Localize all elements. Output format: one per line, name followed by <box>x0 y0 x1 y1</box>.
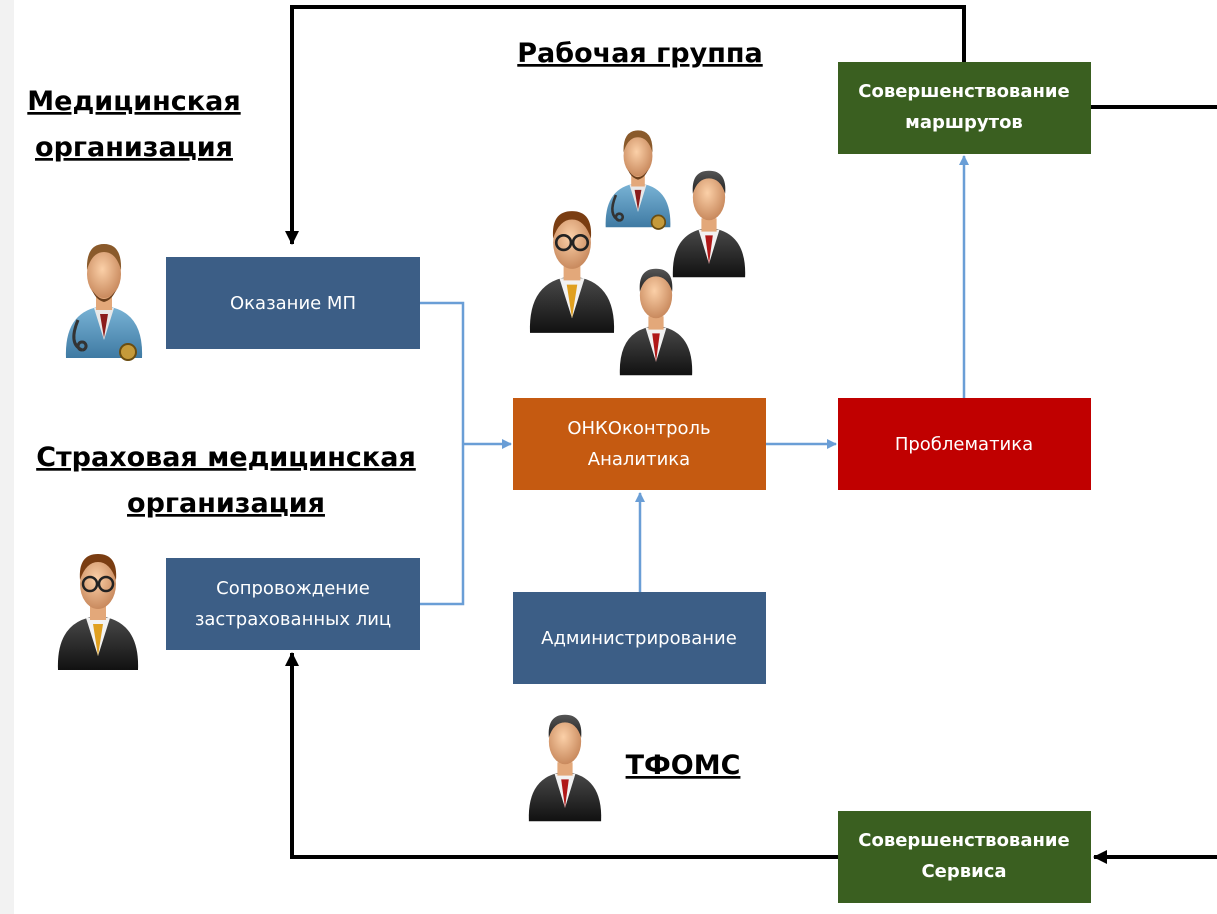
insurance-org-heading-line1: Страховая медицинская <box>36 442 416 473</box>
page-edge <box>0 0 14 914</box>
problems-box-label: Проблематика <box>895 434 1033 455</box>
service-box-label-line2: Сервиса <box>921 861 1006 882</box>
medical-org-heading-line1: Медицинская <box>27 86 240 117</box>
analytics-box-label-line2: Аналитика <box>588 449 690 470</box>
working-group-heading: Рабочая группа <box>517 38 762 69</box>
support-to-analytics-line <box>420 444 465 606</box>
administration-box-label: Администрирование <box>541 628 737 649</box>
service-box-label-line1: Совершенствование <box>858 830 1069 851</box>
support-box-label-line1: Сопровождение <box>216 578 370 599</box>
routes-to-medical-care-arrow <box>285 5 966 245</box>
support-box-label-line2: застрахованных лиц <box>195 609 391 630</box>
medical-care-box-label: Оказание МП <box>230 293 356 314</box>
tfoms-heading: ТФОМС <box>626 750 741 781</box>
businessman-glasses-icon <box>529 211 615 333</box>
businessman-icon <box>528 714 602 822</box>
doctor-icon <box>605 130 671 230</box>
administration-box[interactable]: Администрирование <box>513 592 766 684</box>
support-box[interactable]: Сопровождение застрахованных лиц <box>166 558 420 650</box>
medical-care-box[interactable]: Оказание МП <box>166 257 420 349</box>
analytics-box[interactable]: ОНКОконтроль Аналитика <box>513 398 766 490</box>
medical-org-heading-line2: организация <box>35 132 233 163</box>
routes-box[interactable]: Совершенствование маршрутов <box>838 62 1091 154</box>
service-box[interactable]: Совершенствование Сервиса <box>838 811 1091 903</box>
problems-box[interactable]: Проблематика <box>838 398 1091 490</box>
doctor-icon <box>65 244 143 361</box>
routes-box-label-line1: Совершенствование <box>858 81 1069 102</box>
businessman-icon <box>619 268 693 376</box>
insurance-org-heading-line2: организация <box>127 488 325 519</box>
flow-arrows <box>420 155 969 606</box>
businessman-icon <box>672 170 746 278</box>
businessman-glasses-icon <box>57 554 139 670</box>
medical-care-to-analytics-line <box>420 301 465 444</box>
service-to-support-arrow <box>285 652 838 859</box>
routes-box-label-line2: маршрутов <box>905 112 1023 133</box>
analytics-box-label-line1: ОНКОконтроль <box>567 418 710 439</box>
feedback-arrows <box>285 5 1217 864</box>
